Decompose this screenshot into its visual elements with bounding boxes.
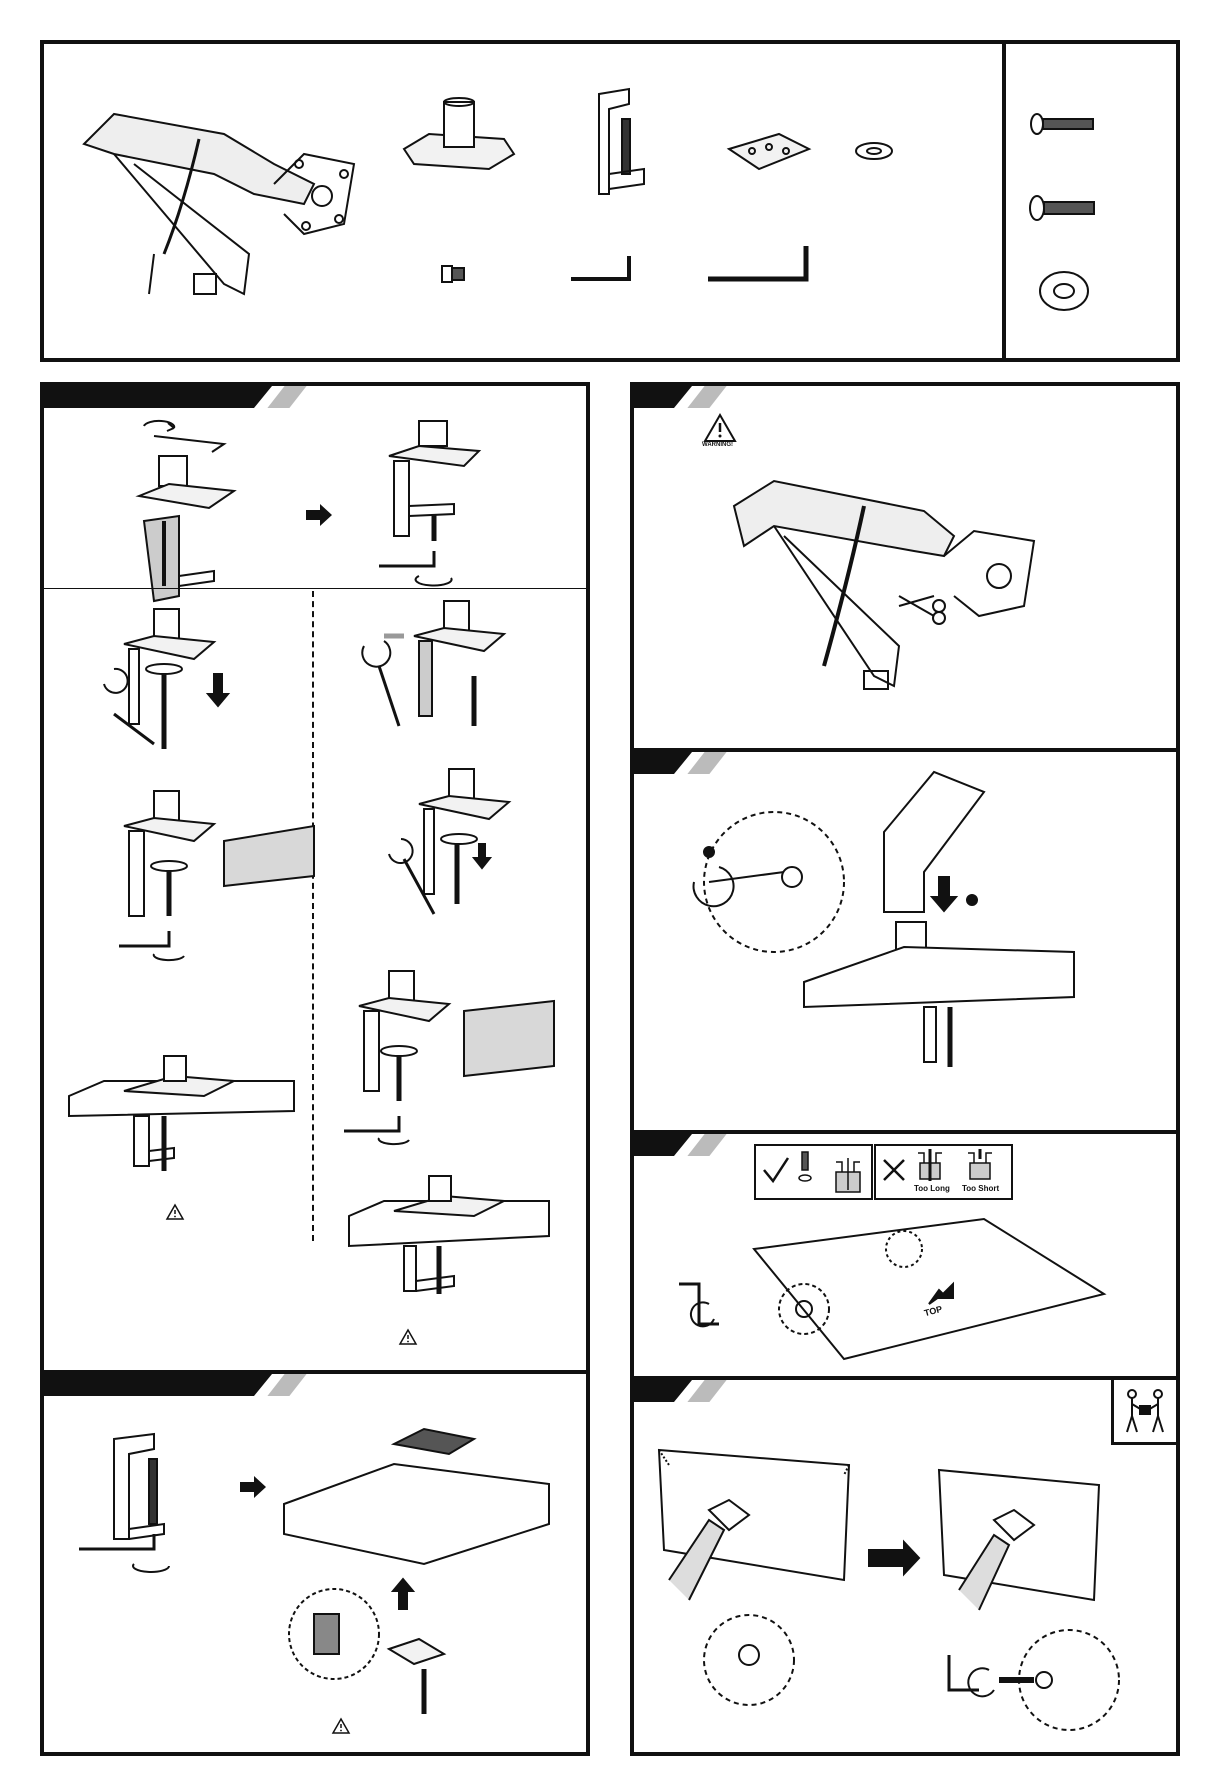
two-person-box — [1111, 1380, 1176, 1445]
small-bolt-part — [439, 262, 469, 287]
screw-m5-part — [1029, 194, 1099, 222]
small-allen-key-part — [569, 254, 639, 289]
monitor-back-illustration — [674, 1209, 1134, 1369]
attach-monitor-illustration — [649, 1440, 1169, 1745]
clamp-step-right-1 — [344, 596, 544, 746]
step-tab-stripe — [687, 1380, 726, 1402]
step-tab — [634, 752, 674, 774]
correct-screw-illustration — [796, 1150, 866, 1194]
clamp-assembly-illustration — [124, 416, 304, 606]
pole-base-part — [399, 94, 519, 189]
too-long-label: Too Long — [914, 1184, 950, 1193]
correct-screw-box — [754, 1144, 873, 1200]
too-short-screw-illustration — [964, 1149, 998, 1181]
large-allen-key-part — [706, 244, 816, 289]
insert-arm-illustration — [674, 772, 1154, 1122]
right-arrow-icon — [240, 1476, 266, 1498]
step-tab — [44, 386, 254, 408]
warning-triangle-icon — [166, 1204, 184, 1220]
screw-m4-part — [1029, 112, 1099, 137]
incorrect-screw-box: Too Long Too Short — [874, 1144, 1013, 1200]
step-tab — [634, 1134, 674, 1156]
parts-panel — [40, 40, 1180, 362]
clamp-step-left-1 — [84, 604, 284, 764]
clamp-mounted-desk-left — [64, 1056, 304, 1186]
parts-divider — [1002, 44, 1006, 358]
step-release-tie-panel: WARNING! — [630, 382, 1180, 752]
clamp-assembled-illustration — [369, 416, 539, 586]
two-person-icon — [1122, 1388, 1168, 1434]
desk-grommet-illustration — [274, 1414, 574, 1714]
clamp-on-desk-right — [344, 966, 554, 1146]
check-icon — [762, 1156, 790, 1184]
too-short-label: Too Short — [962, 1184, 999, 1193]
too-long-screw-illustration — [914, 1149, 948, 1181]
step-screw-check-panel: Too Long Too Short TOP — [630, 1130, 1180, 1380]
clamp-part — [584, 84, 664, 199]
clamp-step-right-2 — [379, 764, 549, 934]
step-tab-stripe — [267, 386, 306, 408]
step-tab-stripe — [687, 386, 726, 408]
step-tab — [44, 1374, 254, 1396]
step-divider — [44, 588, 586, 589]
step-insert-arm-panel — [630, 748, 1180, 1134]
clamp-on-desk-left — [84, 786, 314, 961]
step-tab-stripe — [267, 1374, 306, 1396]
right-arrow-icon — [306, 504, 332, 526]
cut-tie-illustration — [724, 466, 1104, 716]
step-tab — [634, 1380, 674, 1402]
step-tab-stripe — [687, 752, 726, 774]
warning-triangle-icon — [332, 1718, 350, 1734]
grommet-clamp-illustration — [74, 1429, 244, 1599]
warning-label: WARNING! — [702, 442, 733, 448]
warning-triangle-icon — [399, 1329, 417, 1345]
washer-part — [854, 139, 894, 164]
step-grommet-panel — [40, 1370, 590, 1756]
step-tab — [634, 386, 674, 408]
warning-triangle-icon — [704, 414, 736, 442]
step-attach-monitor-panel — [630, 1376, 1180, 1756]
clamp-mounted-desk-right — [344, 1176, 554, 1316]
step-clamp-panel — [40, 382, 590, 1374]
step-tab-stripe — [687, 1134, 726, 1156]
flat-washer-part — [1037, 269, 1092, 314]
cross-icon — [882, 1158, 906, 1182]
monitor-arm-illustration — [74, 104, 364, 304]
mounting-plate-part — [724, 129, 814, 179]
